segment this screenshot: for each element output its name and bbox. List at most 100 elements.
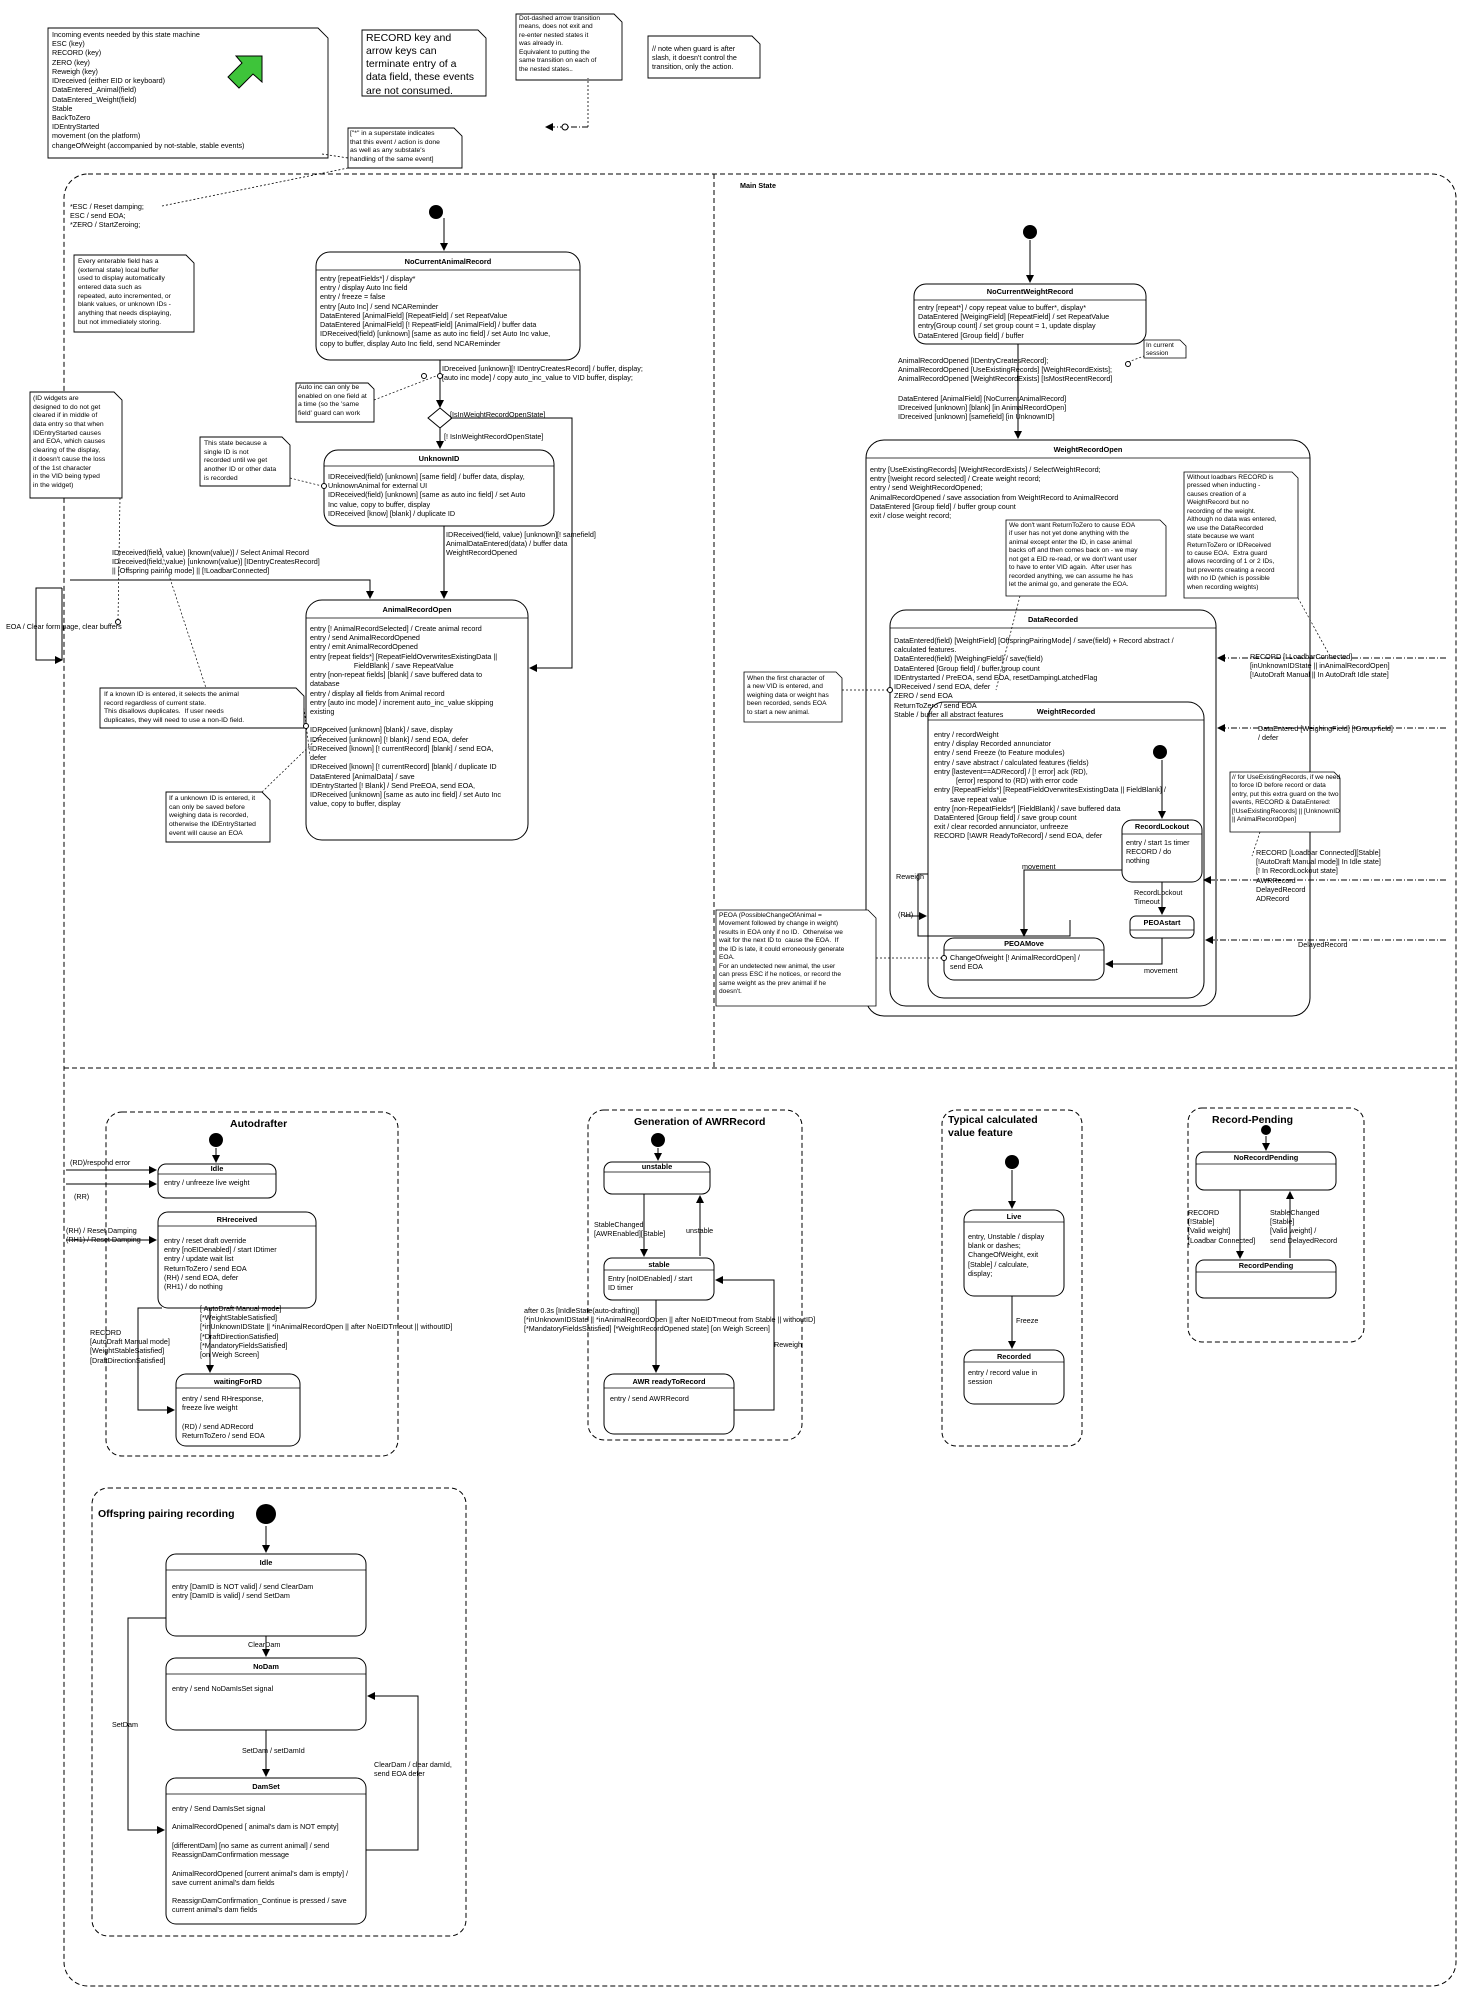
state-awr-ready-name: AWR readyToRecord xyxy=(632,1377,706,1386)
guard-not-in-weight: [! IsInWeightRecordOpenState] xyxy=(444,432,544,441)
note-peoa xyxy=(715,909,877,1007)
note-dot-dashed xyxy=(515,13,623,81)
note-record-keys-text: RECORD key and arrow keys can terminate … xyxy=(366,32,474,97)
state-animal-open-body: entry [! AnimalRecordSelected] / Create … xyxy=(310,624,501,809)
state-nocurrent-animal-body: entry [repeatFields*] / display* entry /… xyxy=(320,274,551,348)
state-animal-open-name: AnimalRecordOpen xyxy=(382,605,452,614)
state-data-recorded-name: DataRecorded xyxy=(1027,615,1079,624)
state-waiting-rd xyxy=(175,1373,301,1447)
transition-movement: movement xyxy=(1022,862,1056,871)
note-superstate xyxy=(347,127,463,169)
state-nocurrent-weight xyxy=(913,283,1147,345)
note-unknown-id-text: If a unknown ID is entered, it can only … xyxy=(169,795,256,837)
note-buffer xyxy=(73,254,195,333)
state-nocurrent-animal-name: NoCurrentAnimalRecord xyxy=(404,257,492,266)
transition-record-ad: RECORD [AutoDraft Manual mode] [WeightSt… xyxy=(90,1328,170,1365)
transition-rp-record: RECORD [!Stable] [Valid weight] [Loadbar… xyxy=(1188,1208,1256,1245)
transition-rd-respond: (RD)/respond error xyxy=(70,1158,131,1167)
note-single-id xyxy=(199,436,291,487)
state-nocurrent-weight-name: NoCurrentWeightRecord xyxy=(986,287,1074,296)
state-idle-ad-body: entry / unfreeze live weight xyxy=(164,1178,250,1187)
state-weight-recorded-body: entry / recordWeight entry / display Rec… xyxy=(934,730,1166,841)
region-generation-title: Generation of AWRRecord xyxy=(634,1116,766,1128)
state-damset-body: entry / Send DamIsSet signal AnimalRecor… xyxy=(172,1804,348,1915)
state-unstable xyxy=(603,1161,711,1195)
state-nodam-body: entry / send NoDamIsSet signal xyxy=(172,1684,274,1693)
note-record-keys xyxy=(361,29,487,97)
note-loadbars xyxy=(1183,471,1299,599)
transition-ncw-wro: AnimalRecordOpened [IDentryCreatesRecord… xyxy=(898,356,1113,384)
state-stable-name: stable xyxy=(648,1260,670,1269)
note-loadbars-text: Without loadbars RECORD is pressed when … xyxy=(1187,474,1277,591)
state-weight-open-name: WeightRecordOpen xyxy=(1053,445,1123,454)
state-rh-received-body: entry / reset draft override entry [noEI… xyxy=(164,1236,277,1292)
transition-set-dam: SetDam xyxy=(112,1720,138,1729)
transition-delayed-record: DelayedRecord xyxy=(1298,940,1348,949)
note-id-widgets-text: (ID widgets are designed to do not get c… xyxy=(33,395,106,489)
state-weight-open-body: entry [UseExistingRecords] [WeightRecord… xyxy=(870,465,1119,521)
state-damset-name: DamSet xyxy=(252,1782,280,1791)
main-state-title: Main State xyxy=(740,181,776,190)
transition-data-entered-weighing: DataEntered [WeighingField] [!Group fiel… xyxy=(1258,724,1393,743)
state-recorded-body: entry / record value in session xyxy=(968,1368,1038,1387)
note-dot-dashed-text: Dot-dashed arrow transition means, does … xyxy=(519,15,600,73)
region-autodrafter xyxy=(105,1111,399,1457)
state-nocurrent-animal xyxy=(315,251,581,361)
state-idle-ad-name: Idle xyxy=(210,1164,224,1173)
note-first-char-text: When the first character of a new VID is… xyxy=(747,675,829,716)
transition-eoa-clear: EOA / Clear form page, clear buffers xyxy=(6,622,122,631)
transition-known-select: IDreceived(field, value) [known(value)] … xyxy=(112,548,320,576)
state-weight-recorded-name: WeightRecorded xyxy=(1036,707,1096,716)
note-known-id xyxy=(99,687,305,729)
region-record-pending xyxy=(1187,1107,1365,1343)
state-rh-received-name: RHreceived xyxy=(216,1215,258,1224)
transition-unstable: unstable xyxy=(686,1226,714,1235)
transition-rp-stable: StableChanged [Stable] [Valid weight] / … xyxy=(1270,1208,1338,1245)
green-arrow-icon xyxy=(227,55,263,89)
state-unknown-id-name: UnknownID xyxy=(418,454,460,463)
state-recorded-name: Recorded xyxy=(996,1352,1032,1361)
transition-reweigh: Reweigh xyxy=(896,872,924,881)
state-stable xyxy=(603,1257,715,1301)
transition-rh-reset: (RH) / Reset Damping (RH1) / Reset Dampi… xyxy=(66,1226,141,1245)
state-nocurrent-weight-body: entry [repeat*] / copy repeat value to b… xyxy=(918,303,1110,340)
region-record-pending-title: Record-Pending xyxy=(1212,1114,1294,1126)
note-use-existing-text: // for UseExistingRecords, if we need to… xyxy=(1232,774,1341,824)
state-idle-ad xyxy=(157,1163,277,1199)
region-typical-title: Typical calculated value feature xyxy=(948,1114,1038,1140)
main-state-actions: *ESC / Reset damping; ESC / send EOA; *Z… xyxy=(70,202,144,230)
state-unstable-name: unstable xyxy=(641,1162,673,1171)
state-peoa-start-name: PEOAstart xyxy=(1143,918,1181,927)
transition-record-stable: RECORD [Loadbar Connected][Stable] [!Aut… xyxy=(1256,848,1381,904)
state-record-pending xyxy=(1195,1259,1337,1299)
region-offspring-title: Offspring pairing recording xyxy=(98,1508,235,1520)
transition-ncw-wro-2: DataEntered [AnimalField] [NoCurrentAnim… xyxy=(898,394,1067,422)
state-rh-received xyxy=(157,1211,317,1309)
transition-rh: (RH) xyxy=(898,910,914,919)
transition-stable-changed: StableChanged [AWREnabled][Stable] xyxy=(594,1220,666,1239)
state-live-body: entry, Unstable / display blank or dashe… xyxy=(968,1232,1045,1278)
state-waiting-rd-body: entry / send RHresponse, freeze live wei… xyxy=(182,1394,265,1440)
note-unknown-id xyxy=(165,791,271,843)
note-first-char xyxy=(743,671,843,723)
state-waiting-rd-name: waitingForRD xyxy=(213,1377,263,1386)
state-damset xyxy=(165,1777,367,1925)
state-idle-offspring-name: Idle xyxy=(259,1558,273,1567)
note-use-existing xyxy=(1229,771,1341,833)
state-recorded xyxy=(963,1349,1065,1405)
note-in-current xyxy=(1143,339,1187,359)
state-stable-body: Entry [noIDEnabled] / start ID timer xyxy=(608,1274,693,1293)
note-id-widgets xyxy=(29,391,123,499)
state-idle-offspring-body: entry [DamID is NOT valid] / send ClearD… xyxy=(172,1582,314,1601)
transition-lockout-timeout: RecordLockout Timeout xyxy=(1134,888,1183,907)
note-peoa-text: PEOA (PossibleChangeOfAnimal = Movement … xyxy=(719,912,845,995)
state-unknown-id-body: IDReceived(field) [unknown] [same field]… xyxy=(328,472,526,518)
state-record-lockout-name: RecordLockout xyxy=(1134,822,1190,831)
transition-unknown-open: IDReceived(field, value) [unknown][! sam… xyxy=(446,530,596,558)
transition-rr: (RR) xyxy=(74,1192,90,1201)
region-offspring xyxy=(91,1487,467,1937)
region-autodrafter-title: Autodrafter xyxy=(230,1118,288,1130)
transition-after-03: after 0.3s [InIdleState(auto-drafting)] … xyxy=(524,1306,816,1334)
transition-record-loadbar: RECORD [! LoadbarConnected] [inUnknownID… xyxy=(1250,652,1390,680)
